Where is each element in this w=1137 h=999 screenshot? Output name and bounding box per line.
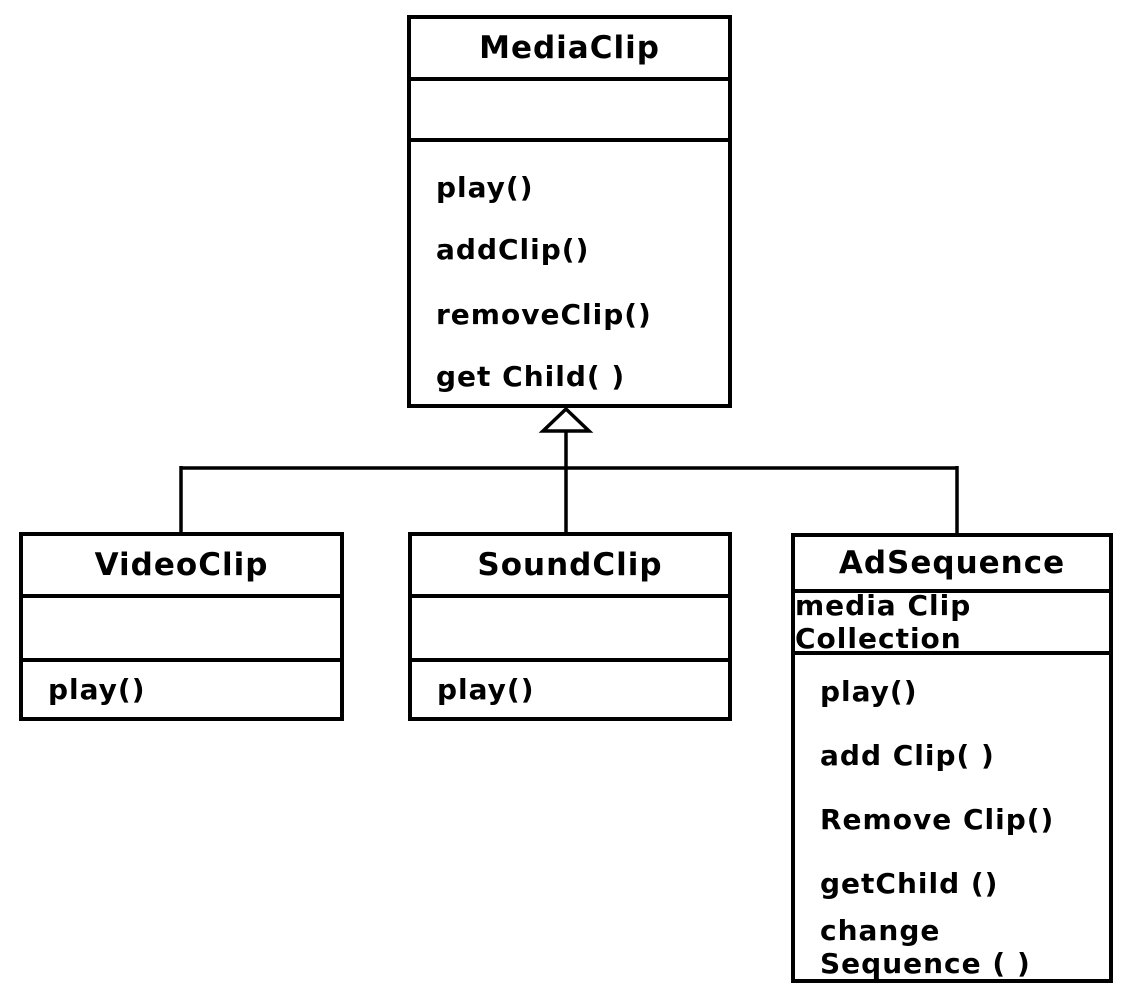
method-label: removeClip() <box>436 297 652 331</box>
class-box-adsequence: AdSequence media Clip Collection play() … <box>791 533 1113 983</box>
class-name-videoclip: VideoClip <box>23 536 340 598</box>
attribute-label: media Clip Collection <box>795 589 972 655</box>
method-label: Remove Clip() <box>820 802 1055 836</box>
method-label: play() <box>436 170 534 204</box>
method-label: change Sequence ( ) <box>820 914 1031 980</box>
class-box-mediaclip: MediaClip play() addClip() removeClip() … <box>407 15 732 408</box>
attributes-section-adsequence: media Clip Collection <box>795 589 1109 655</box>
attributes-section-soundclip <box>412 598 728 662</box>
class-name-mediaclip: MediaClip <box>411 19 728 81</box>
class-name-adsequence: AdSequence <box>795 537 1109 593</box>
method-label: get Child( ) <box>436 359 626 393</box>
attributes-section-videoclip <box>23 598 340 662</box>
method-label: getChild () <box>820 866 999 900</box>
method-label: addClip() <box>436 232 590 266</box>
methods-section-adsequence: play() add Clip( ) Remove Clip() getChil… <box>795 655 1109 981</box>
method-label: play() <box>48 673 146 706</box>
method-label: add Clip( ) <box>820 738 995 772</box>
class-name-soundclip: SoundClip <box>412 536 728 598</box>
inheritance-triangle-icon <box>538 406 594 433</box>
method-label: play() <box>437 673 535 706</box>
class-box-soundclip: SoundClip play() <box>408 532 732 721</box>
method-label: play() <box>820 674 918 708</box>
methods-section-soundclip: play() <box>412 662 728 717</box>
methods-section-mediaclip: play() addClip() removeClip() get Child(… <box>411 142 728 404</box>
methods-section-videoclip: play() <box>23 662 340 717</box>
attributes-section-mediaclip <box>411 81 728 142</box>
class-box-videoclip: VideoClip play() <box>19 532 344 721</box>
